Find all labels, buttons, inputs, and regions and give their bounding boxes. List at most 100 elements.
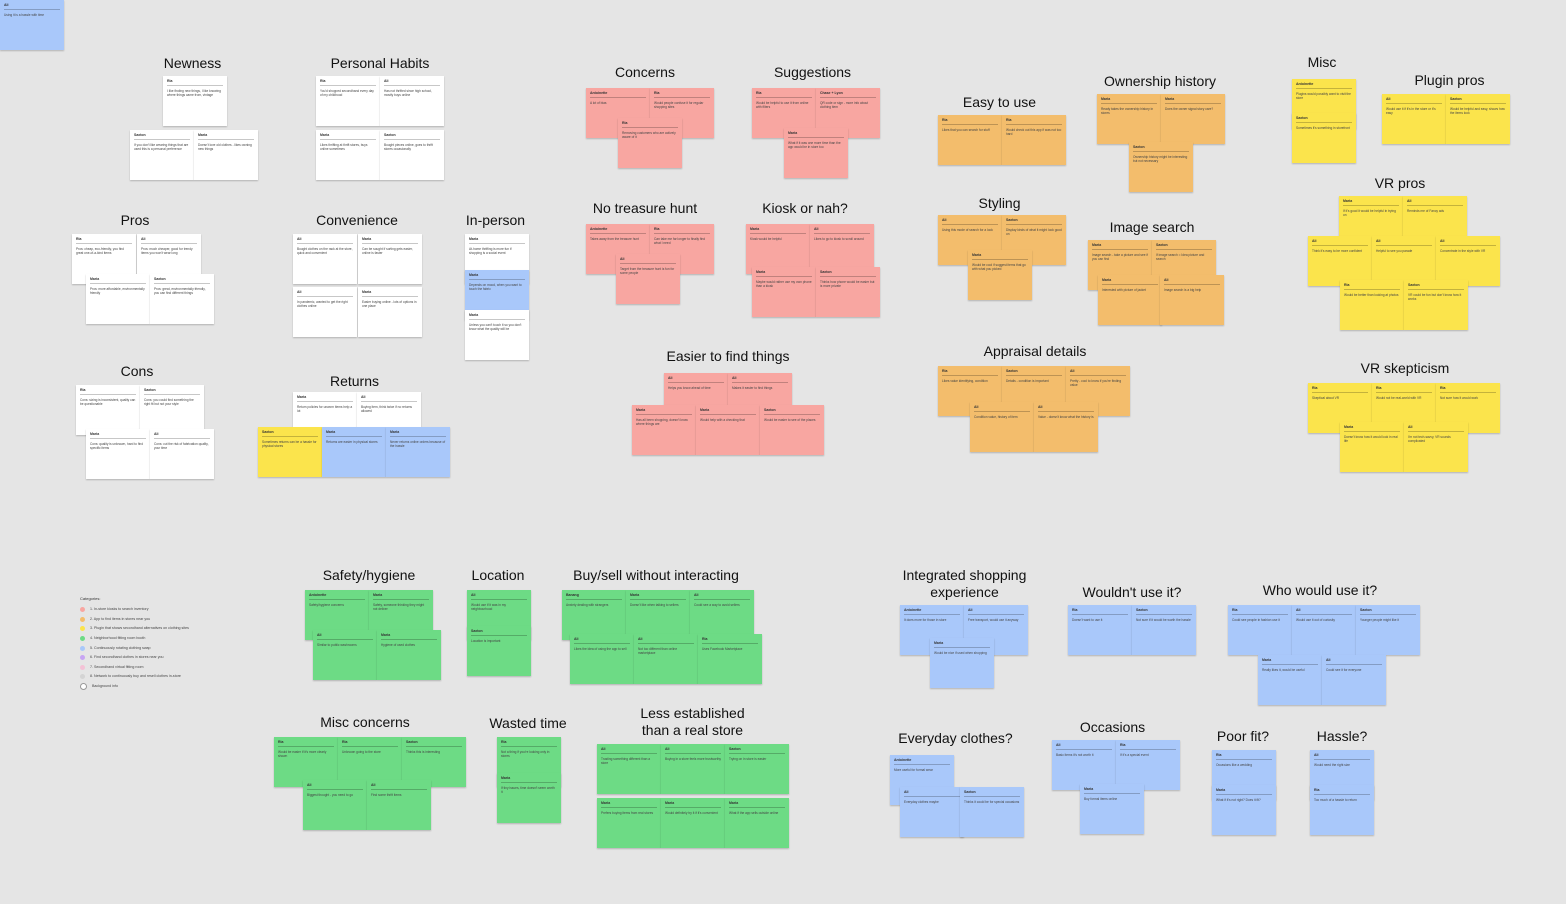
sticky-note-divider [1296, 614, 1352, 615]
sticky-note-author: Maria [362, 290, 372, 294]
legend-color-dot-icon [80, 645, 85, 651]
sticky-note-divider [1084, 793, 1140, 794]
legend-item: 4. Neighborhood fitting room booth [80, 634, 240, 644]
legend-item: 5. Continuously rotating clothing swap [80, 643, 240, 653]
sticky-note-author: Ria [1232, 608, 1238, 612]
sticky-note-text: Would use it if it's in the store or it'… [1386, 107, 1436, 115]
sticky-note-divider [630, 599, 686, 600]
